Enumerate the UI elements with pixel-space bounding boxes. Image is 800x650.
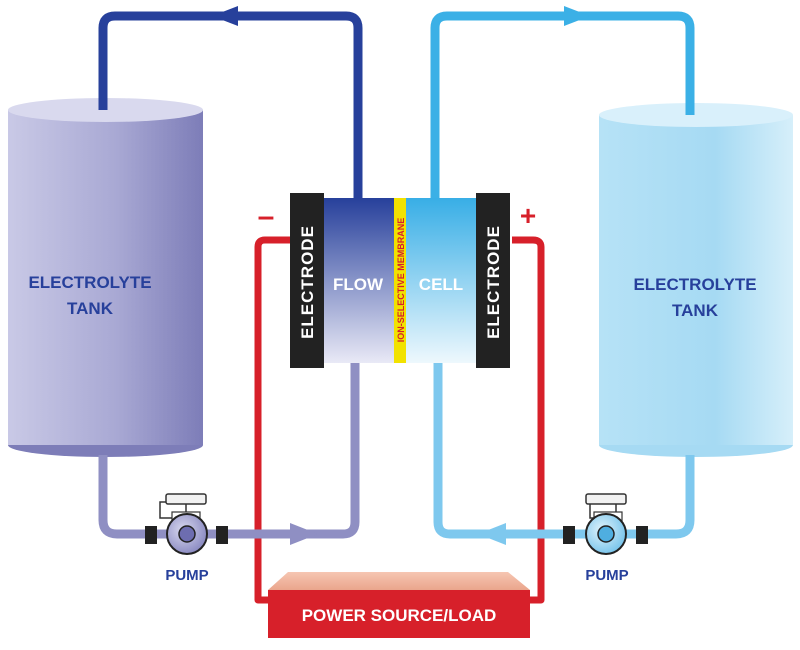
left-return-pipe [98,360,360,539]
left-electrode [290,193,324,368]
power-source-load-label: POWER SOURCE/LOAD [302,606,497,625]
external-circuit-wires [254,236,545,604]
flow-cell [322,198,476,363]
right-return-arrow-horizontal [478,523,506,545]
right-electrode-label: ELECTRODE [484,225,503,339]
right-supply-arrow [564,6,590,26]
left-supply-arrow [212,6,238,26]
right-tank-label-line1: ELECTROLYTE [633,275,756,294]
power-source-load-box [268,572,530,638]
left-pump [145,493,228,555]
right-pump [563,493,648,555]
left-return-arrow-horizontal [290,523,318,545]
right-electrode [476,193,510,368]
flow-label: FLOW [333,275,384,294]
left-pump-label: PUMP [165,567,208,584]
left-electrolyte-tank [8,98,203,457]
left-electrode-label: ELECTRODE [298,225,317,339]
right-electrolyte-tank [599,103,793,457]
negative-terminal: – [258,200,275,233]
left-tank-label-line1: ELECTROLYTE [28,273,151,292]
cell-label: CELL [419,275,463,294]
right-pump-label: PUMP [585,567,628,584]
right-supply-pipe [430,11,695,198]
left-tank-label-line2: TANK [67,299,114,318]
positive-terminal: + [520,200,536,231]
ion-selective-membrane [394,198,406,363]
right-tank-label-line2: TANK [672,301,719,320]
membrane-label: ION-SELECTIVE MEMBRANE [396,218,406,343]
